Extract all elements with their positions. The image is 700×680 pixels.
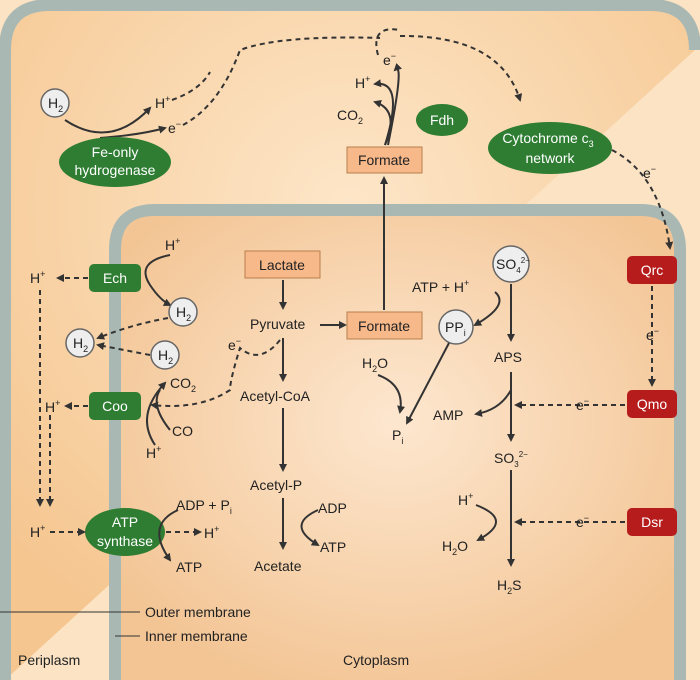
svg-text:Fdh: Fdh bbox=[430, 112, 454, 128]
svg-text:Lactate: Lactate bbox=[259, 257, 305, 273]
coo-enzyme bbox=[89, 392, 141, 420]
svg-text:AMP: AMP bbox=[433, 407, 463, 423]
svg-text:H2: H2 bbox=[176, 304, 191, 323]
svg-text:ADP: ADP bbox=[318, 500, 347, 516]
svg-text:e−: e− bbox=[576, 513, 589, 530]
atp-synthase bbox=[85, 508, 165, 556]
svg-text:e−: e− bbox=[228, 336, 241, 353]
svg-text:synthase: synthase bbox=[97, 533, 153, 549]
svg-text:H2: H2 bbox=[158, 347, 173, 366]
so4-molecule bbox=[492, 245, 530, 283]
svg-text:e−: e− bbox=[576, 396, 589, 413]
qrc-enzyme bbox=[627, 256, 677, 284]
fdh-enzyme bbox=[416, 104, 468, 136]
svg-text:Fe-only: Fe-only bbox=[92, 144, 139, 160]
formate-box-periplasm bbox=[346, 146, 423, 174]
svg-text:CO2: CO2 bbox=[337, 107, 363, 126]
svg-text:Cytochrome c3: Cytochrome c3 bbox=[502, 130, 593, 149]
h2-molecule bbox=[40, 88, 70, 118]
svg-text:H2O: H2O bbox=[362, 355, 388, 374]
cytoplasm-label: Cytoplasm bbox=[343, 652, 409, 668]
svg-text:Formate: Formate bbox=[358, 152, 410, 168]
formate-box-cytoplasm bbox=[346, 311, 423, 340]
svg-text:CO2: CO2 bbox=[170, 375, 196, 394]
svg-text:Pi: Pi bbox=[392, 427, 403, 446]
svg-text:H2: H2 bbox=[48, 95, 63, 114]
svg-text:H2O: H2O bbox=[442, 538, 468, 557]
svg-text:e−: e− bbox=[168, 119, 181, 136]
svg-text:ATP: ATP bbox=[176, 559, 202, 575]
svg-text:ADP + Pi: ADP + Pi bbox=[176, 497, 232, 516]
svg-text:H+: H+ bbox=[155, 94, 170, 111]
h2-molecule bbox=[65, 328, 95, 358]
svg-text:Outer membrane: Outer membrane bbox=[145, 604, 251, 620]
svg-text:ATP: ATP bbox=[320, 539, 346, 555]
dsr-enzyme bbox=[627, 508, 677, 536]
svg-text:H+: H+ bbox=[204, 524, 219, 541]
ech-enzyme bbox=[89, 264, 141, 292]
svg-text:SO32−: SO32− bbox=[494, 450, 528, 469]
svg-text:Ech: Ech bbox=[103, 270, 127, 286]
svg-text:H2: H2 bbox=[73, 335, 88, 354]
svg-text:CO: CO bbox=[172, 423, 193, 439]
periplasm-label: Periplasm bbox=[18, 652, 80, 668]
h2-molecule bbox=[150, 340, 180, 370]
svg-text:Formate: Formate bbox=[358, 318, 410, 334]
svg-text:Pyruvate: Pyruvate bbox=[250, 316, 305, 332]
svg-text:H+: H+ bbox=[165, 236, 180, 253]
svg-text:Acetate: Acetate bbox=[254, 558, 302, 574]
svg-text:ATP: ATP bbox=[112, 514, 138, 530]
ppi-molecule bbox=[438, 309, 474, 345]
svg-text:Acetyl-CoA: Acetyl-CoA bbox=[240, 388, 311, 404]
svg-text:H+: H+ bbox=[458, 491, 473, 508]
svg-text:H+: H+ bbox=[355, 74, 370, 91]
inner-membrane bbox=[109, 204, 686, 680]
svg-text:e−: e− bbox=[643, 164, 656, 181]
svg-text:Qmo: Qmo bbox=[637, 396, 668, 412]
svg-text:PPi: PPi bbox=[445, 319, 466, 338]
svg-text:H+: H+ bbox=[30, 269, 45, 286]
svg-text:e−: e− bbox=[383, 51, 396, 68]
svg-text:hydrogenase: hydrogenase bbox=[75, 162, 156, 178]
svg-text:H+: H+ bbox=[30, 523, 45, 540]
svg-text:network: network bbox=[525, 150, 575, 166]
svg-text:Inner membrane: Inner membrane bbox=[145, 628, 248, 644]
lactate-box bbox=[244, 250, 321, 279]
svg-text:H+: H+ bbox=[146, 444, 161, 461]
svg-text:SO42−: SO42− bbox=[496, 256, 530, 275]
svg-text:H+: H+ bbox=[45, 398, 60, 415]
svg-text:Coo: Coo bbox=[102, 398, 128, 414]
h2-molecule bbox=[168, 297, 198, 327]
cytochrome-c3-network bbox=[488, 122, 612, 174]
svg-text:Dsr: Dsr bbox=[641, 514, 663, 530]
svg-text:APS: APS bbox=[494, 349, 522, 365]
svg-text:ATP + H+: ATP + H+ bbox=[412, 278, 469, 295]
qmo-enzyme bbox=[627, 390, 677, 418]
svg-text:e−: e− bbox=[646, 326, 659, 343]
svg-text:H2S: H2S bbox=[497, 577, 521, 596]
svg-text:Acetyl-P: Acetyl-P bbox=[250, 477, 302, 493]
svg-text:Qrc: Qrc bbox=[641, 262, 664, 278]
fe-only-hydrogenase bbox=[59, 137, 171, 187]
